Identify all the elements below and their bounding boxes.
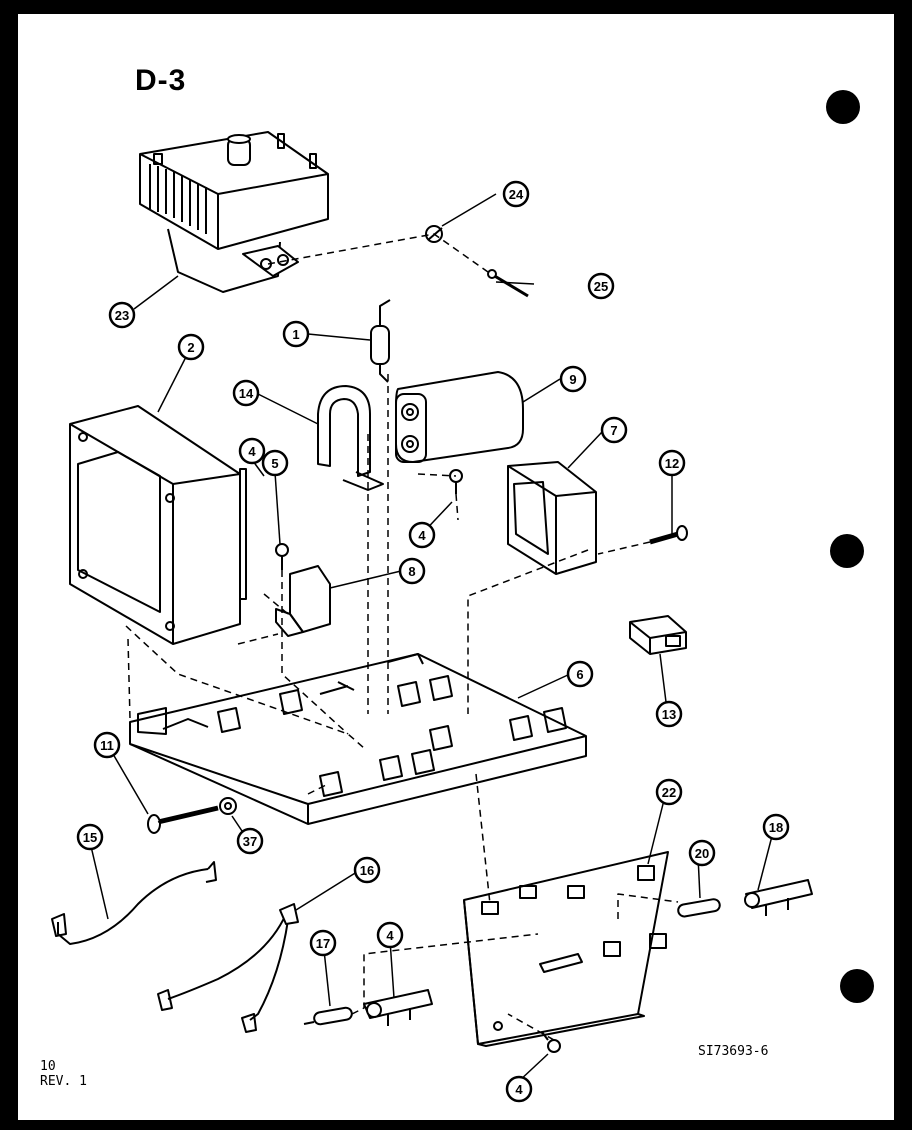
callout-label: 5	[271, 456, 278, 471]
callout-label: 23	[115, 308, 129, 323]
callout-16	[353, 856, 381, 884]
page-title: D-3	[135, 64, 187, 97]
diagram-sheet: D-3	[18, 14, 894, 1120]
callout-label: 22	[662, 785, 676, 800]
washer-37-part	[219, 797, 237, 815]
callout-label: 18	[769, 820, 783, 835]
callout-4b	[408, 521, 436, 549]
callout-26	[587, 272, 615, 300]
callout-24	[108, 301, 136, 329]
callout-18	[376, 921, 404, 949]
callout-label: 11	[100, 738, 114, 753]
callout-balloons	[76, 180, 790, 1103]
callout-label: 4	[515, 1082, 523, 1097]
base-plate-part	[129, 653, 587, 825]
callout-6	[566, 660, 594, 688]
fuse-holder-20-part	[744, 879, 813, 916]
assembly-lines	[125, 233, 679, 1041]
callout-label: 9	[569, 372, 576, 387]
callout-14	[232, 379, 260, 407]
callout-label: 24	[509, 187, 524, 202]
probe-26-part	[487, 269, 529, 298]
capacitor-bracket-part	[317, 385, 384, 491]
callout-23	[655, 778, 683, 806]
diode-part	[370, 299, 391, 383]
callout-label: 7	[610, 423, 617, 438]
callout-4a	[238, 437, 266, 465]
callout-22	[688, 839, 716, 867]
screw-5-part	[275, 543, 289, 570]
callout-label: 6	[576, 667, 583, 682]
binder-hole	[826, 90, 860, 124]
drawing-number: SI73693-6	[698, 1044, 769, 1059]
wire-15-part	[51, 861, 217, 945]
callout-9	[559, 365, 587, 393]
callout-5	[261, 449, 289, 477]
callout-37	[236, 827, 264, 855]
screw-bottom-part	[541, 1031, 561, 1053]
callout-label: 25	[594, 279, 608, 294]
callout-label: 8	[408, 564, 415, 579]
pc-board-part	[463, 851, 669, 1047]
callout-label: 12	[665, 456, 679, 471]
binder-hole	[830, 534, 864, 568]
magnetron-part	[139, 131, 329, 293]
screw-12-part	[649, 525, 688, 545]
choke-7-part	[507, 461, 597, 575]
transformer-part	[69, 405, 247, 645]
callout-label: 4	[248, 444, 256, 459]
callout-label: 4	[418, 528, 426, 543]
callout-17	[309, 929, 337, 957]
callout-label: 17	[316, 936, 330, 951]
screw-11-part	[147, 805, 219, 834]
connector-13-part	[629, 615, 687, 655]
resistor-22-part	[677, 898, 721, 918]
callout-1	[282, 320, 310, 348]
callout-20	[762, 813, 790, 841]
page-number: 10	[40, 1059, 56, 1074]
callout-12	[658, 449, 686, 477]
callout-label: 2	[187, 340, 194, 355]
callout-4c	[505, 1075, 533, 1103]
revision-label: REV. 1	[40, 1074, 87, 1089]
fuse-holder-18-part	[363, 989, 433, 1026]
resistor-17-part	[303, 1006, 353, 1026]
callout-label: 1	[292, 327, 299, 342]
callout-11	[93, 731, 121, 759]
callout-15	[76, 823, 104, 851]
capacitor-part	[395, 371, 524, 463]
callout-label: 13	[662, 707, 676, 722]
callout-25	[502, 180, 530, 208]
exploded-parts-diagram: 24 25 23 1 2 14 9 7 4 5 12 4 8 6 13 11 2…	[51, 131, 813, 1103]
binder-hole	[840, 969, 874, 1003]
callout-label: 15	[83, 830, 97, 845]
callout-label: 37	[243, 834, 257, 849]
callout-8	[398, 557, 426, 585]
callout-label: 20	[695, 846, 709, 861]
screw-part	[449, 469, 463, 494]
switch-8-part	[275, 565, 331, 637]
wire-16-part	[157, 903, 299, 1033]
callout-label: 16	[360, 863, 374, 878]
callout-label: 4	[386, 928, 394, 943]
callout-7	[600, 416, 628, 444]
callout-2	[177, 333, 205, 361]
callout-13	[655, 700, 683, 728]
callout-label: 14	[239, 386, 254, 401]
